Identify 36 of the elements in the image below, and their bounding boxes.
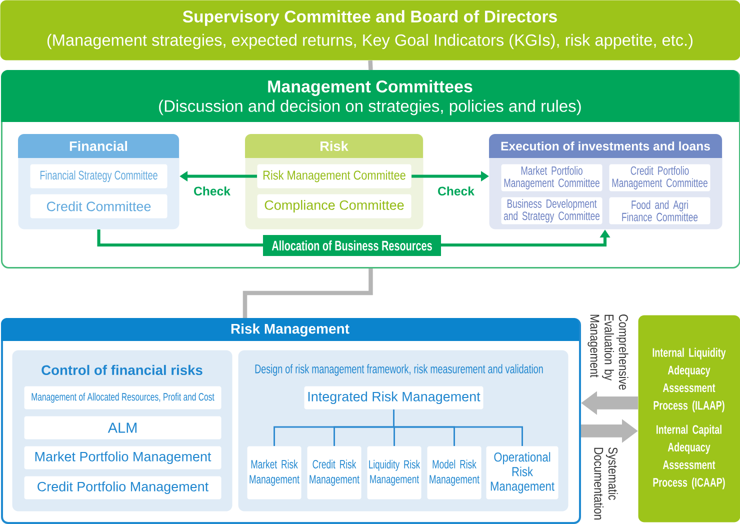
item-box: Model Risk Management [427,446,482,500]
item-box: Liquidity Risk Management [367,446,422,500]
item-box: ALM [24,416,222,440]
panel-subtitle: (Discussion and decision on strategies, policies and rules) [159,100,581,116]
committee-box: Food and Agri Finance Committee [609,197,710,224]
committee-box: Financial Strategy Committee [30,164,168,188]
connector-line [242,268,373,318]
panel-title: Management Committees [268,80,472,96]
item-box: Management of Allocated Resources, Profit and Cost [24,386,222,410]
panel-title: Risk Management [231,323,350,337]
connector-line [368,60,373,70]
committee-box: Credit Committee [30,194,168,218]
item-box: Credit Portfolio Management [24,476,222,500]
item-box: Credit Risk Management [307,446,362,500]
committee-box: Business Development and Strategy Committee [501,197,602,224]
connector-line [274,410,523,446]
banner: Supervisory Committee and Board of Directors (Management strategies, expected returns, Key Goal Indicators (KGIs), risk appetite, etc.) [0,0,740,60]
item-box: Market Risk Management [247,446,302,500]
item-box: Market Portfolio Management [24,446,222,470]
group-heading: Control of financial risks [42,364,202,376]
edge-label: Check [436,185,476,197]
edge-label: Check [192,185,232,197]
group-heading: Design of risk management framework, risk measurement and validation [255,364,543,376]
panel-heading: Risk [320,141,348,151]
committee-box: Credit Portfolio Management Committee [609,164,710,192]
committee-box: Compliance Committee [257,194,412,218]
panel-heading: Financial [70,141,128,151]
edge-label: Comprehensive Evaluation by Management [586,312,630,392]
edge-label: Allocation of Business Resources [263,235,441,256]
process-box: Internal Liquidity Adequacy Assessment Process (ILAAP) Internal Capital Adequacy Assessment Process (ICAAP) [638,315,740,522]
committee-box: Risk Management Committee [257,164,412,188]
committee-box: Market Portfolio Management Committee [501,164,602,192]
item-box: Operational Risk Management [486,446,558,500]
item-box: Integrated Risk Management [304,386,484,410]
panel-heading: Execution of investments and loans [501,141,710,151]
edge-label: Systematic Documentation [592,446,620,522]
